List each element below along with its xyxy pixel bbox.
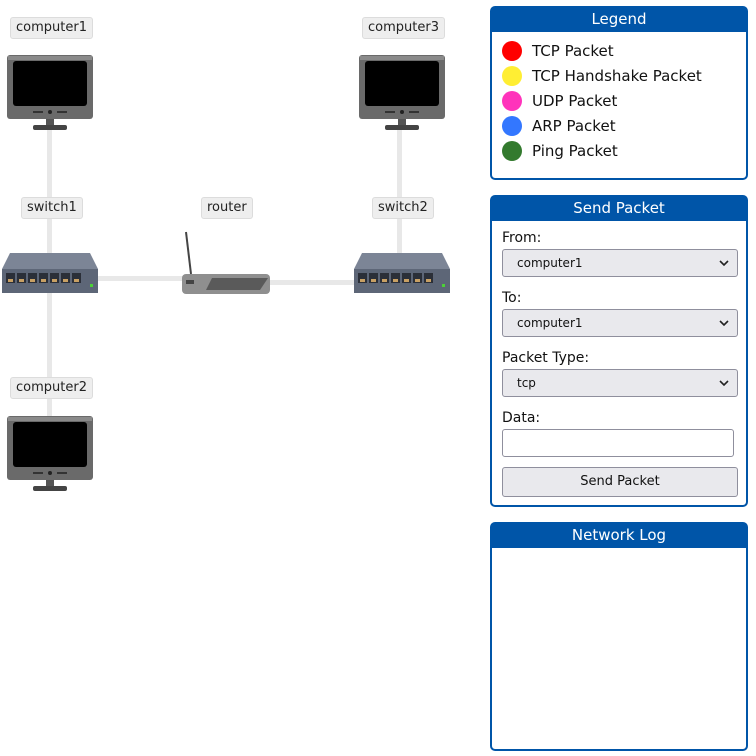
network-log-panel: Network Log bbox=[490, 522, 748, 751]
link-switch2-computer3 bbox=[397, 128, 402, 258]
send-packet-panel: Send Packet From: computer1 To: computer… bbox=[490, 195, 748, 507]
legend-title: Legend bbox=[492, 8, 746, 32]
switch-icon bbox=[354, 253, 450, 293]
router-node[interactable] bbox=[182, 230, 272, 296]
to-select-value: computer1 bbox=[517, 316, 583, 330]
send-packet-title: Send Packet bbox=[492, 197, 746, 221]
data-label: Data: bbox=[502, 410, 541, 426]
node-label-switch1: switch1 bbox=[21, 197, 83, 219]
legend-label: TCP Handshake Packet bbox=[532, 66, 702, 85]
legend-item-ping: Ping Packet bbox=[502, 138, 736, 163]
legend-label: UDP Packet bbox=[532, 91, 618, 110]
from-select-value: computer1 bbox=[517, 256, 583, 270]
tcp-packet-dot-icon bbox=[502, 40, 522, 61]
packet-type-label: Packet Type: bbox=[502, 350, 590, 366]
router-icon bbox=[182, 231, 270, 294]
link-switch1-computer2 bbox=[47, 290, 52, 420]
tcp-handshake-dot-icon bbox=[502, 65, 522, 86]
computer-icon bbox=[7, 416, 93, 491]
node-label-computer3: computer3 bbox=[362, 17, 445, 39]
computer1-node[interactable] bbox=[7, 55, 93, 131]
link-switch1-router bbox=[96, 276, 186, 281]
legend-item-tcp-handshake: TCP Handshake Packet bbox=[502, 63, 736, 88]
legend-item-tcp: TCP Packet bbox=[502, 38, 736, 63]
computer-icon bbox=[359, 55, 445, 130]
legend-item-udp: UDP Packet bbox=[502, 88, 736, 113]
send-packet-form: From: computer1 To: computer1 Packet Typ… bbox=[492, 221, 746, 497]
legend-label: TCP Packet bbox=[532, 41, 614, 60]
computer-icon bbox=[7, 55, 93, 130]
ping-packet-dot-icon bbox=[502, 140, 522, 161]
legend-item-arp: ARP Packet bbox=[502, 113, 736, 138]
legend-list: TCP Packet TCP Handshake Packet UDP Pack… bbox=[492, 32, 746, 163]
network-log-title: Network Log bbox=[492, 524, 746, 548]
from-select[interactable]: computer1 bbox=[502, 249, 738, 277]
legend-label: Ping Packet bbox=[532, 141, 618, 160]
node-label-switch2: switch2 bbox=[372, 197, 434, 219]
switch1-node[interactable] bbox=[2, 253, 98, 295]
chevron-down-icon bbox=[719, 380, 729, 387]
chevron-down-icon bbox=[719, 320, 729, 327]
network-log-content[interactable] bbox=[492, 548, 746, 748]
legend-label: ARP Packet bbox=[532, 116, 616, 135]
legend-panel: Legend TCP Packet TCP Handshake Packet U… bbox=[490, 6, 748, 180]
network-canvas: computer1 computer3 computer2 bbox=[2, 17, 450, 492]
computer3-node[interactable] bbox=[359, 55, 445, 131]
node-label-computer2: computer2 bbox=[10, 377, 93, 399]
to-label: To: bbox=[502, 290, 522, 306]
switch2-node[interactable] bbox=[354, 253, 450, 295]
packet-type-select[interactable]: tcp bbox=[502, 369, 738, 397]
send-packet-button[interactable]: Send Packet bbox=[502, 467, 738, 497]
switch-icon bbox=[2, 253, 98, 293]
node-label-router: router bbox=[201, 197, 253, 219]
udp-packet-dot-icon bbox=[502, 90, 522, 111]
computer2-node[interactable] bbox=[7, 416, 93, 492]
node-label-computer1: computer1 bbox=[10, 17, 93, 39]
from-label: From: bbox=[502, 230, 542, 246]
link-router-switch2 bbox=[268, 280, 358, 285]
packet-type-value: tcp bbox=[517, 376, 536, 390]
data-input[interactable] bbox=[502, 429, 734, 457]
arp-packet-dot-icon bbox=[502, 115, 522, 136]
chevron-down-icon bbox=[719, 260, 729, 267]
to-select[interactable]: computer1 bbox=[502, 309, 738, 337]
